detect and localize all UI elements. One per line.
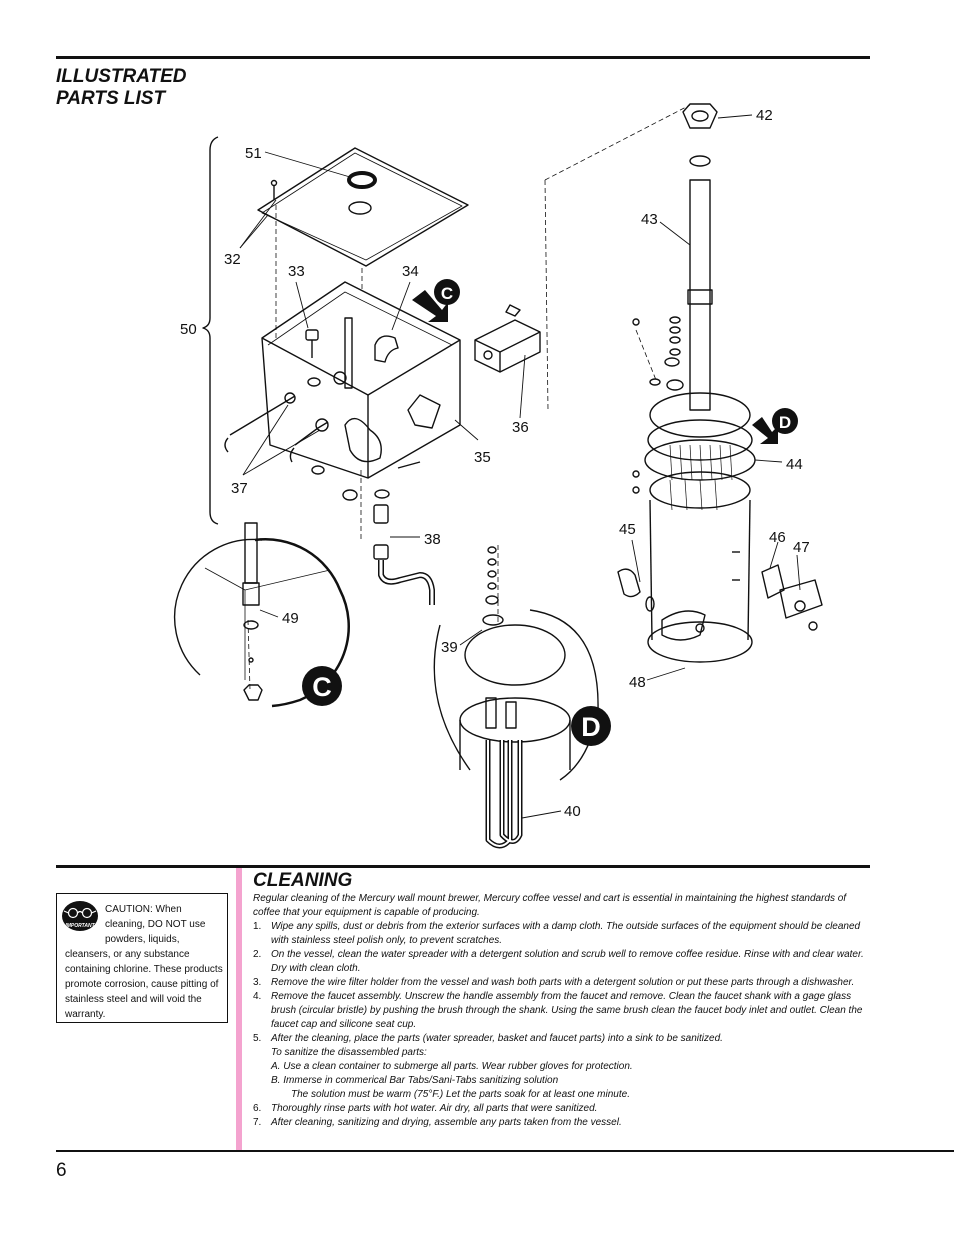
sidebar-accent-bar [236, 868, 242, 1151]
cleaning-step-4: 4.Remove the faucet assembly. Unscrew th… [253, 991, 863, 1030]
top-rule [56, 56, 870, 59]
cleaning-steps: 1.Wipe any spills, dust or debris from t… [253, 920, 865, 1130]
label-37: 37 [231, 480, 248, 497]
tank-body [261, 281, 461, 479]
important-goggles-icon: IMPORTANT [62, 901, 98, 931]
label-45: 45 [619, 521, 636, 538]
vessel-base [647, 621, 753, 663]
section-title-line1: ILLUSTRATED [56, 66, 187, 87]
sanitize-intro: To sanitize the disassembled parts: [271, 1047, 427, 1058]
label-43: 43 [641, 211, 658, 228]
sanitize-step-a: A. Use a clean container to submerge all… [271, 1061, 633, 1072]
label-35: 35 [474, 449, 491, 466]
callout-d-small [772, 408, 798, 434]
label-34: 34 [402, 263, 419, 280]
element-plate-39 [464, 624, 566, 686]
heating-element-40 [485, 740, 523, 849]
nut-42 [682, 103, 718, 129]
label-48: 48 [629, 674, 646, 691]
bottom-rule [56, 1150, 954, 1152]
callout-d-small-text: D [779, 413, 791, 432]
callout-c-small-text: C [441, 284, 453, 303]
cleaning-step-2: 2.On the vessel, clean the water spreade… [253, 949, 864, 974]
detail-c-circle [173, 538, 263, 676]
sanitize-step-b: B. Immerse in commerical Bar Tabs/Sani-T… [271, 1075, 559, 1086]
label-44: 44 [786, 456, 803, 473]
cleaning-title: CLEANING [253, 870, 353, 891]
important-icon-text: IMPORTANT [65, 923, 95, 929]
assembly-brace [202, 136, 219, 525]
caution-box: IMPORTANT CAUTION: When cleaning, DO NOT… [56, 893, 228, 1023]
caution-text: CAUTION: When cleaning, DO NOT use powde… [65, 904, 223, 1020]
label-50: 50 [180, 321, 197, 338]
label-38: 38 [424, 531, 441, 548]
parts-diagram: C D C D 51 32 33 34 50 36 35 37 38 49 39… [173, 103, 823, 849]
middle-rule [56, 865, 870, 868]
cleaning-step-5: 5.After the cleaning, place the parts (w… [253, 1032, 865, 1102]
bracket-36 [474, 319, 541, 373]
label-33: 33 [288, 263, 305, 280]
sanitize-note: The solution must be warm (75°F.) Let th… [291, 1089, 630, 1100]
cleaning-intro: Regular cleaning of the Mercury wall mou… [253, 893, 847, 918]
label-51: 51 [245, 145, 262, 162]
cleaning-step-6: 6.Thoroughly rinse parts with hot water.… [253, 1103, 598, 1114]
cleaning-section: CLEANING Regular cleaning of the Mercury… [253, 870, 865, 1130]
arrow-c-small [412, 290, 448, 322]
callout-d-large-text: D [581, 712, 601, 742]
cleaning-step-3: 3.Remove the wire filter holder from the… [253, 977, 855, 988]
label-32: 32 [224, 251, 241, 268]
label-49: 49 [282, 610, 299, 627]
column-43 [689, 179, 711, 411]
page-number: 6 [56, 1160, 67, 1181]
cleaning-step-1: 1.Wipe any spills, dust or debris from t… [253, 921, 861, 946]
callout-c-large [302, 666, 342, 706]
label-42: 42 [756, 107, 773, 124]
callout-d-large [571, 706, 611, 746]
lid-gasket-51 [347, 171, 377, 189]
cleaning-step-7: 7.After cleaning, sanitizing and drying,… [253, 1117, 622, 1128]
callout-c-large-text: C [312, 672, 332, 702]
label-47: 47 [793, 539, 810, 556]
label-40: 40 [564, 803, 581, 820]
tank-lid [257, 147, 469, 267]
label-39: 39 [441, 639, 458, 656]
callout-c-small [434, 279, 460, 305]
label-46: 46 [769, 529, 786, 546]
section-title: ILLUSTRATED PARTS LIST [56, 66, 256, 110]
label-36: 36 [512, 419, 529, 436]
vessel-top-flange [649, 392, 751, 438]
arrow-d-small [752, 417, 778, 444]
section-title-line2: PARTS LIST [56, 88, 166, 109]
